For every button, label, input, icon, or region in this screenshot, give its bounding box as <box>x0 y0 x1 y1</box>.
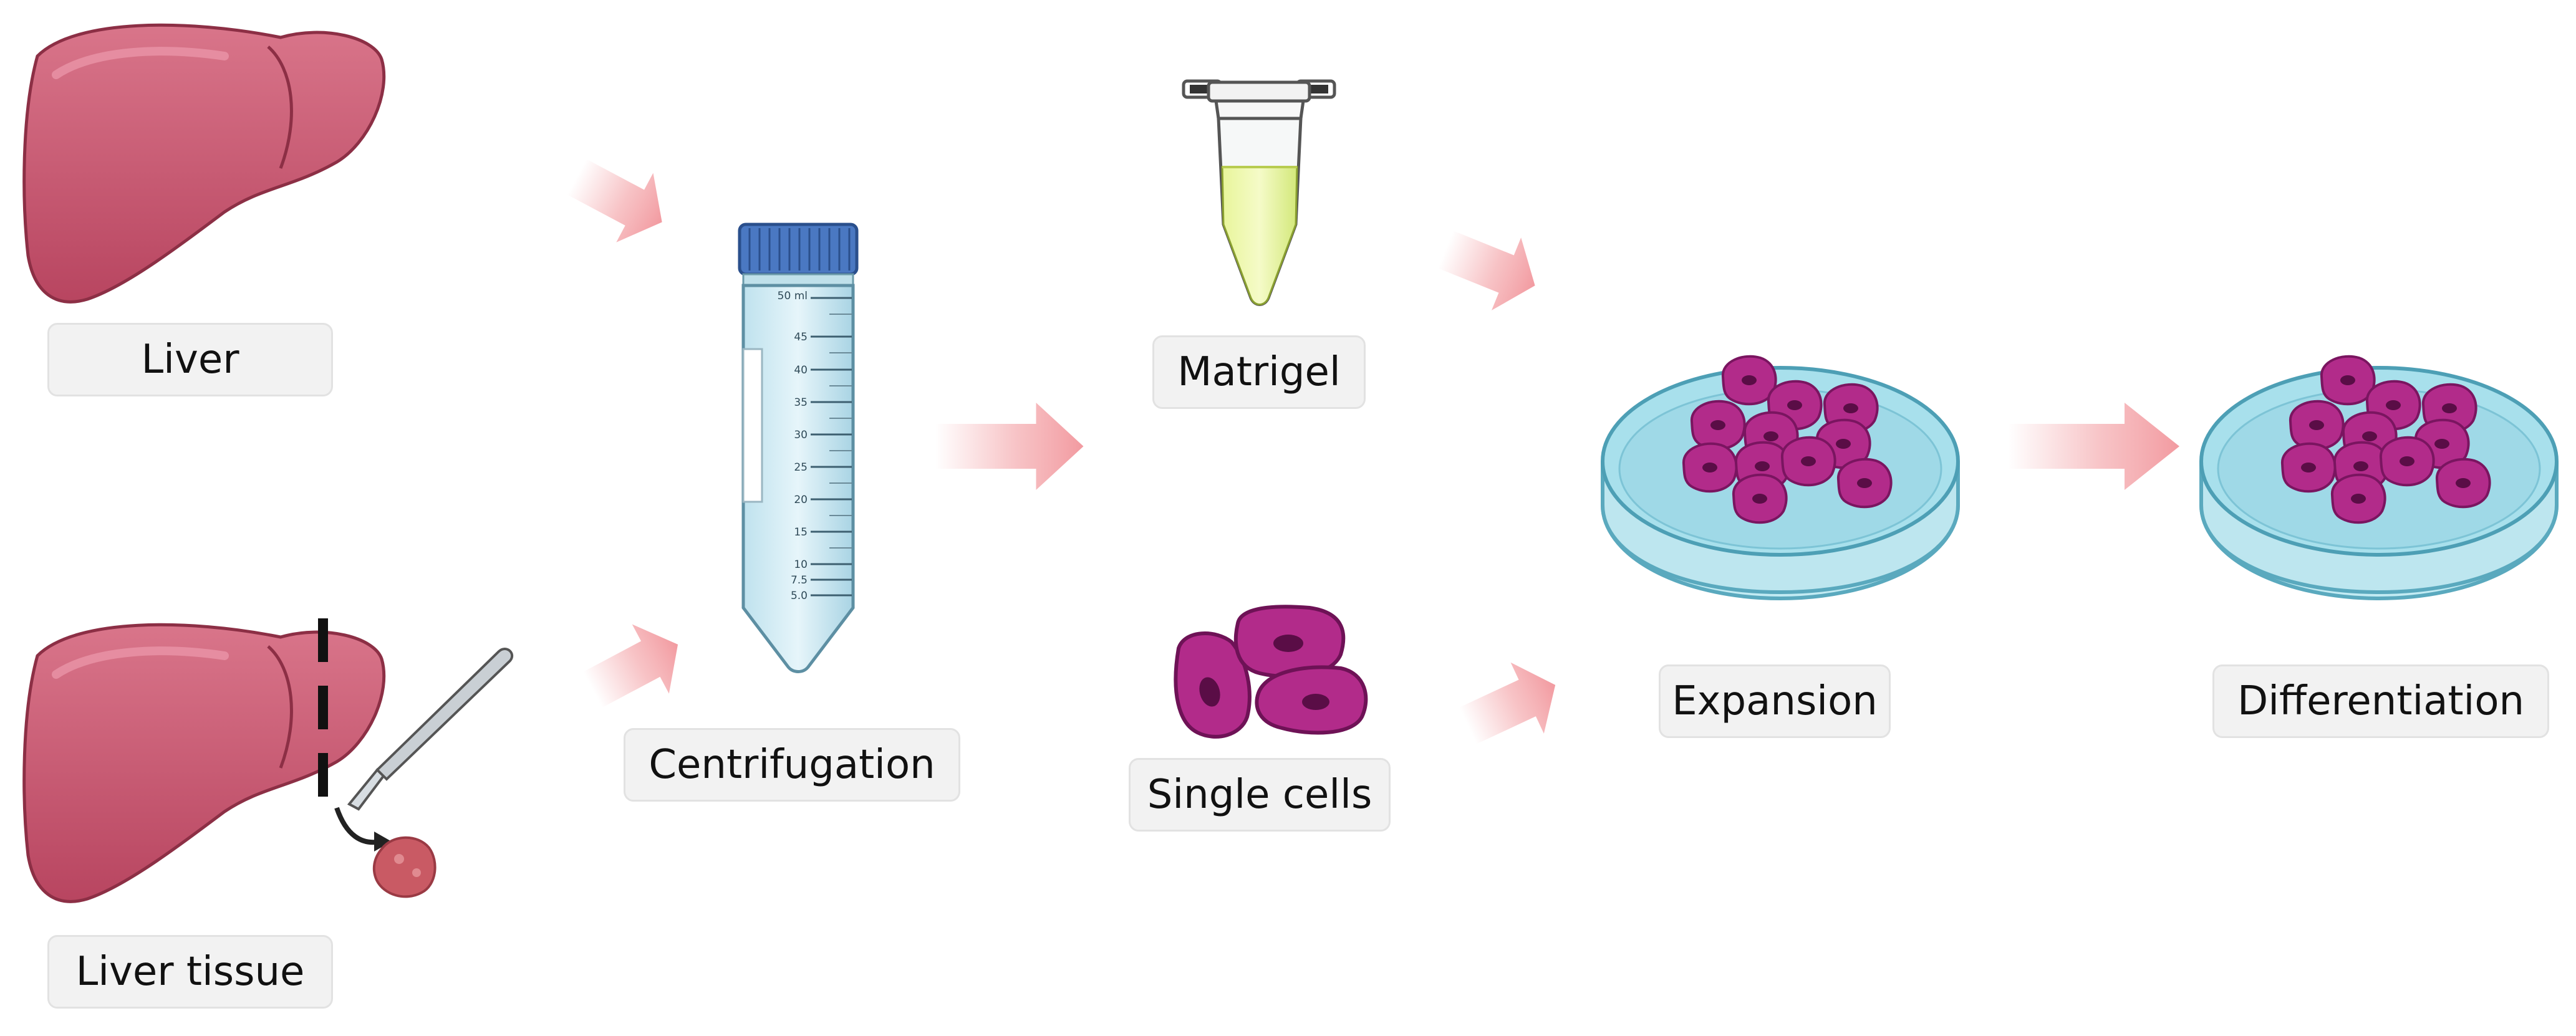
scale-25: 25 <box>794 461 808 474</box>
tissue-piece-icon <box>374 838 435 897</box>
liver-icon <box>24 25 384 302</box>
label-liver: Liver <box>47 323 333 396</box>
differentiation-dish-icon <box>2201 357 2557 598</box>
scale-10: 10 <box>794 559 808 571</box>
scale-50: 50 ml <box>778 290 808 302</box>
liver-tissue-icon <box>24 618 512 901</box>
arrow-expansion-to-differentiation <box>2008 403 2179 490</box>
expansion-dish-icon <box>1603 357 1958 598</box>
scale-5-0: 5.0 <box>791 590 808 602</box>
scale-20: 20 <box>794 494 808 506</box>
centrifuge-tube-icon: 50 ml 45 40 35 30 25 20 15 10 7.5 5.0 <box>740 224 857 672</box>
scale-7-5: 7.5 <box>791 574 808 587</box>
label-matrigel: Matrigel <box>1152 335 1366 409</box>
arrow-matrigel-to-expansion <box>1430 213 1550 322</box>
scale-30: 30 <box>794 429 808 441</box>
single-cells-icon <box>1175 607 1366 737</box>
scale-15: 15 <box>794 526 808 539</box>
arrow-centrifugation-to-matrigel <box>935 403 1084 490</box>
scale-40: 40 <box>794 364 808 377</box>
label-liver-tissue: Liver tissue <box>47 935 333 1009</box>
arrow-cells-to-expansion <box>1451 650 1572 762</box>
arrow-liver-to-centrifugation <box>558 142 680 257</box>
scale-45: 45 <box>794 331 808 343</box>
arrow-tissue-to-centrifugation <box>574 610 697 724</box>
matrigel-microtube-icon <box>1184 81 1334 305</box>
label-expansion: Expansion <box>1659 664 1891 738</box>
label-differentiation: Differentiation <box>2212 664 2549 738</box>
label-centrifugation: Centrifugation <box>624 728 960 802</box>
scale-35: 35 <box>794 396 808 409</box>
label-single-cells: Single cells <box>1129 758 1391 832</box>
